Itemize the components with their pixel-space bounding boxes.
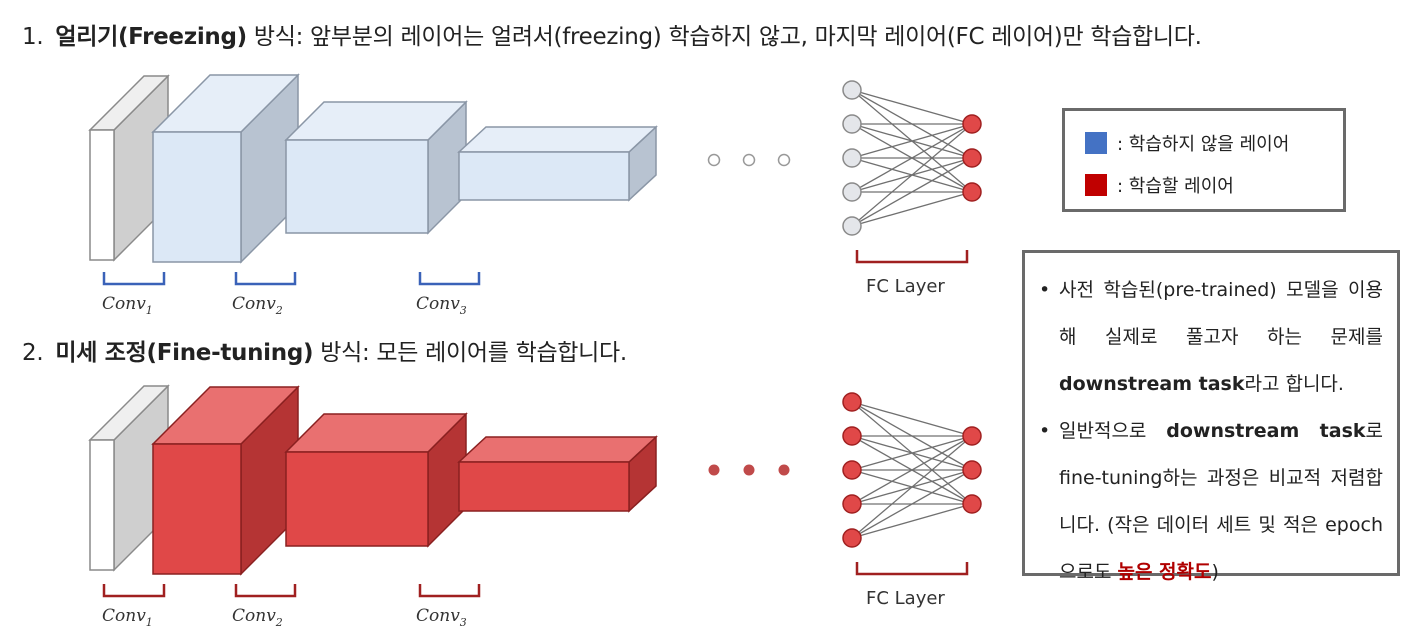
fc-connection	[852, 436, 972, 538]
fc-output-node	[963, 461, 981, 479]
fc-input-node	[843, 495, 861, 513]
conv3-block-frozen	[459, 127, 656, 200]
fc-connection	[852, 192, 972, 226]
fc-layer-label-bottom: FC Layer	[866, 588, 945, 609]
fc-input-node	[843, 217, 861, 235]
ellipsis-dots-trained	[709, 465, 790, 476]
notes-box: • 사전 학습된(pre-trained) 모델을 이용해 실제로 풀고자 하는…	[1022, 250, 1400, 576]
conv2-block-frozen	[286, 102, 466, 233]
note1-text-b: 라고 합니다.	[1244, 373, 1343, 395]
conv3-block-trained	[459, 437, 656, 511]
note2-highlight: 높은 정확도	[1117, 561, 1211, 583]
conv1-label-top: Conv1	[102, 294, 153, 317]
frozen-swatch	[1085, 132, 1107, 154]
fc-bracket-frozen	[857, 250, 967, 262]
conv2-label-top: Conv2	[232, 294, 283, 317]
note2-text-b: 로 fine-tuning하는 과정은 비교적 저렴합니다. (작은 데이터 세…	[1059, 420, 1383, 583]
fc-output-node	[963, 149, 981, 167]
legend-frozen-label: : 학습하지 않을 레이어	[1117, 130, 1289, 156]
note1-text-a: 사전 학습된(pre-trained) 모델을 이용해 실제로 풀고자 하는 문…	[1059, 279, 1383, 348]
fc-connection	[852, 124, 972, 226]
fc-input-node	[843, 149, 861, 167]
fc-layer-trained	[843, 393, 981, 547]
fc-layer-frozen	[843, 81, 981, 235]
fc-input-node	[843, 529, 861, 547]
note2-text-a: 일반적으로	[1059, 420, 1166, 442]
note-downstream-definition: • 사전 학습된(pre-trained) 모델을 이용해 실제로 풀고자 하는…	[1039, 267, 1383, 408]
fc-input-node	[843, 461, 861, 479]
fc-bracket-trained	[857, 562, 967, 574]
conv-brackets-trained	[104, 584, 479, 596]
fc-input-node	[843, 183, 861, 201]
finetuning-network	[90, 386, 981, 596]
fc-layer-label-top: FC Layer	[866, 276, 945, 297]
fc-input-node	[843, 81, 861, 99]
conv-brackets-frozen	[104, 272, 479, 284]
conv2-block-trained	[286, 414, 466, 546]
fc-output-node	[963, 495, 981, 513]
conv3-label-bottom: Conv3	[416, 606, 467, 629]
note2-text-c: )	[1212, 561, 1219, 583]
legend-trained-label: : 학습할 레이어	[1117, 172, 1234, 198]
bullet-icon: •	[1039, 408, 1059, 596]
fc-connection	[852, 504, 972, 538]
note1-bold: downstream task	[1059, 373, 1244, 395]
fc-input-node	[843, 393, 861, 411]
conv1-block-trained	[153, 387, 298, 574]
fc-output-node	[963, 115, 981, 133]
note-finetuning-cost: • 일반적으로 downstream task로 fine-tuning하는 과…	[1039, 408, 1383, 596]
fc-output-node	[963, 427, 981, 445]
trained-swatch	[1085, 174, 1107, 196]
fc-connection	[852, 90, 972, 124]
conv1-label-bottom: Conv1	[102, 606, 153, 629]
legend-box: : 학습하지 않을 레이어 : 학습할 레이어	[1062, 108, 1346, 212]
note2-bold: downstream task	[1166, 420, 1365, 442]
conv1-block-frozen	[153, 75, 298, 262]
conv3-label-top: Conv3	[416, 294, 467, 317]
freezing-network	[90, 75, 981, 284]
legend-frozen: : 학습하지 않을 레이어	[1085, 131, 1289, 155]
fc-connection	[852, 402, 972, 436]
fc-output-node	[963, 183, 981, 201]
legend-trained: : 학습할 레이어	[1085, 173, 1234, 197]
ellipsis-dots-frozen	[709, 155, 790, 166]
fc-input-node	[843, 427, 861, 445]
bullet-icon: •	[1039, 267, 1059, 408]
conv2-label-bottom: Conv2	[232, 606, 283, 629]
fc-input-node	[843, 115, 861, 133]
